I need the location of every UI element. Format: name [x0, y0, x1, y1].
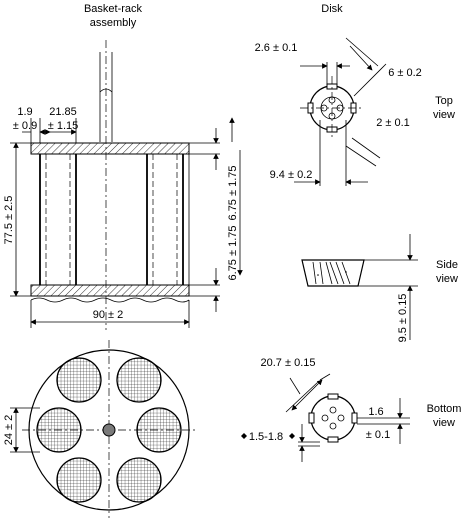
width-value: 90 ± 2 [93, 309, 124, 321]
small-hole-diameter: 2 ± 0.1 [376, 117, 410, 129]
tube-gap-tolerance: ± 1.15 [48, 120, 79, 132]
basket-rack-title-line2: assembly [90, 17, 137, 29]
height-value: 77.5 ± 2.5 [3, 196, 15, 245]
top-view-label-line1: Top [435, 95, 453, 107]
bottom-view-label-line2: view [433, 417, 455, 429]
plate-thickness-bottom: 6.75 ± 1.75 [227, 226, 239, 281]
disk-diameter: 20.7 ± 0.15 [261, 357, 316, 369]
side-view-label-line2: view [436, 273, 458, 285]
basket-width-dimension: 90 ± 2 [30, 300, 190, 328]
left-gap-tolerance: ± 0.9 [13, 120, 37, 132]
top-view-label-line2: view [433, 109, 455, 121]
disk-top-view: 2.6 ± 0.1 6 ± 0.2 2 ± 0.1 9.4 ± 0.2 [255, 37, 422, 186]
notch-width-value: 1.6 [368, 406, 383, 418]
hole-circle: 9.4 ± 0.2 [270, 169, 313, 181]
notch-width-tolerance: ± 0.1 [366, 429, 390, 441]
basket-top-dimensions: 1.9 ± 0.9 21.85 ± 1.15 [13, 106, 78, 143]
plan-hole-dimension: 24 ± 2 [3, 415, 15, 446]
tube-gap-value: 21.85 [49, 106, 77, 118]
basket-rack-elevation [30, 40, 190, 330]
slot-depth: 6 ± 0.2 [388, 67, 422, 79]
groove-width: 2.6 ± 0.1 [255, 42, 298, 54]
bottom-view-label-line1: Bottom [427, 403, 462, 415]
disk-bottom-view: 20.7 ± 0.15 1.6 ± 0.1 1.5-1.8 [241, 357, 410, 462]
basket-rack-title-line1: Basket-rack [84, 3, 143, 15]
notch-depth: 1.5-1.8 [249, 431, 283, 443]
plate-thickness-dimensions: 6.75 ± 1.75 6.75 ± 1.75 [189, 117, 243, 312]
disk-title: Disk [321, 3, 343, 15]
disk-thickness: 9.5 ± 0.15 [397, 294, 409, 343]
disk-side-view: 9.5 ± 0.15 [301, 234, 418, 343]
side-view-label-line1: Side [436, 259, 458, 271]
plate-thickness-top: 6.75 ± 1.75 [227, 166, 239, 221]
basket-rack-plan: 24 ± 2 [3, 340, 198, 518]
basket-height-dimension: 77.5 ± 2.5 [3, 142, 31, 297]
left-gap-value: 1.9 [17, 106, 32, 118]
